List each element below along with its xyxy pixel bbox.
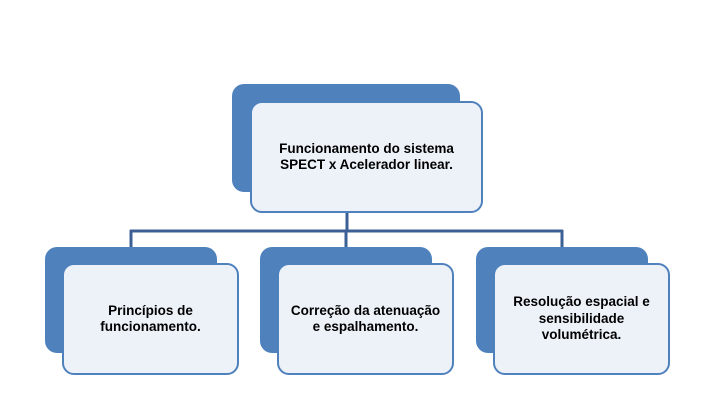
- root-node-label: Funcionamento do sistema SPECT x Acelera…: [279, 140, 454, 172]
- child-node-2: Correção da atenuação e espalhamento.: [277, 263, 454, 375]
- child-node-3: Resolução espacial e sensibilidade volum…: [493, 263, 670, 375]
- child-node-1-label: Princípios de funcionamento.: [100, 302, 201, 334]
- root-node: Funcionamento do sistema SPECT x Acelera…: [250, 101, 483, 213]
- child-node-3-label: Resolução espacial e sensibilidade volum…: [513, 294, 650, 343]
- child-node-2-label: Correção da atenuação e espalhamento.: [290, 302, 441, 334]
- child-node-1: Princípios de funcionamento.: [62, 263, 239, 375]
